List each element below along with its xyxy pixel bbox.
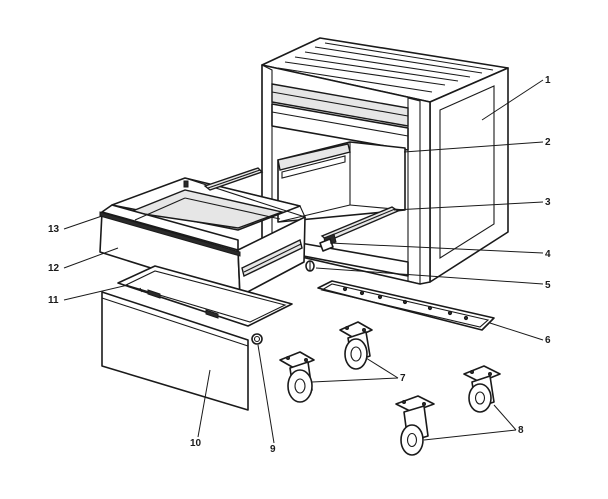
- callout-11: 11: [48, 295, 59, 306]
- callout-10: 10: [190, 438, 202, 449]
- callout-3: 3: [545, 197, 551, 208]
- caster-mounting-plate: [317, 280, 495, 331]
- callout-12: 12: [48, 263, 60, 274]
- drawer-front-cover: [101, 291, 249, 411]
- callout-9: 9: [270, 444, 276, 455]
- callout-5: 5: [545, 280, 551, 291]
- screw: [305, 260, 315, 272]
- callout-13: 13: [48, 224, 60, 235]
- slide-bracket: [319, 233, 337, 252]
- caster-wheel-7b: [339, 321, 373, 370]
- caster-wheel-7a: [279, 351, 315, 403]
- callouts: 1 2 3 4 5 6 7 8 9 10 11 12 13: [48, 75, 551, 455]
- callout-4: 4: [545, 249, 551, 260]
- knob: [251, 333, 263, 345]
- drawer-box: [99, 167, 307, 297]
- callout-6: 6: [545, 335, 551, 346]
- caster-wheel-8b: [463, 365, 501, 413]
- callout-2: 2: [545, 137, 551, 148]
- leader-lines: [63, 79, 544, 444]
- callout-7: 7: [400, 373, 406, 384]
- callout-1: 1: [545, 75, 551, 86]
- drawer-bottom-panel: [117, 265, 293, 327]
- callout-8: 8: [518, 425, 524, 436]
- top-ridges: [277, 42, 494, 93]
- caster-wheel-8a: [395, 395, 435, 456]
